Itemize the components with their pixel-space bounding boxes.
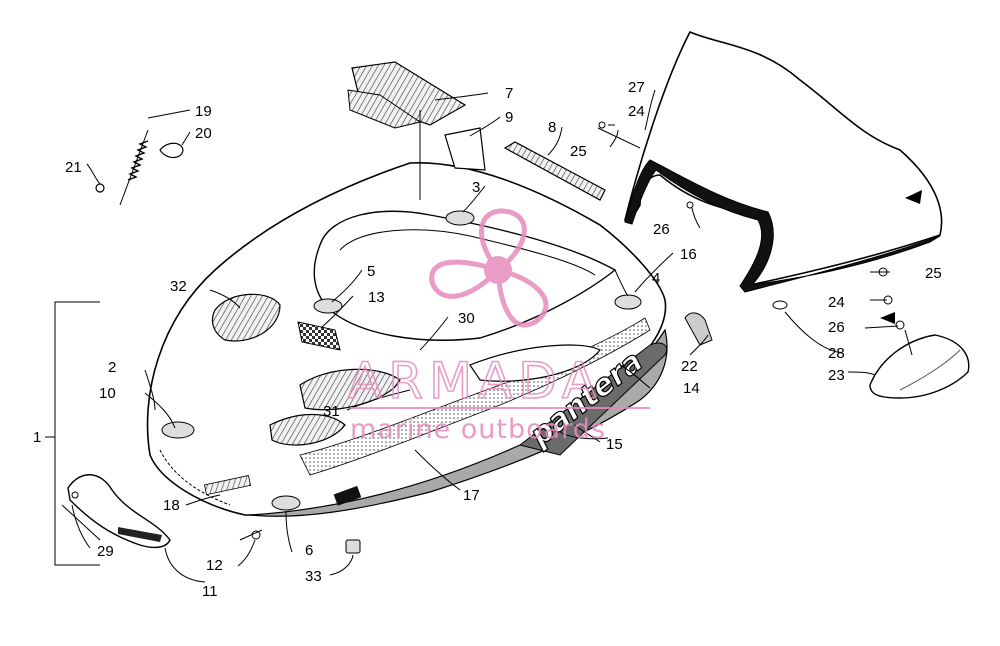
callout-10: 10 [99, 385, 116, 402]
callout-21: 21 [65, 159, 82, 176]
callout-18: 18 [163, 497, 180, 514]
watermark: ARMADA marine outboards [347, 208, 650, 445]
part-33 [345, 539, 361, 554]
mid-stripe [299, 317, 651, 476]
callout-16: 16 [680, 246, 697, 263]
callout-6: 6 [305, 542, 313, 559]
badge-5 [313, 298, 343, 314]
watermark-brand: ARMADA [348, 352, 602, 410]
callout-27: 27 [628, 79, 645, 96]
callout-32: 32 [170, 278, 187, 295]
callout-7: 7 [505, 85, 513, 102]
badge-6 [271, 495, 301, 511]
callout-14: 14 [683, 380, 700, 397]
callout-24-top: 24 [628, 103, 645, 120]
part-22 [684, 312, 713, 346]
leader-lines [45, 89, 899, 583]
callout-25-right: 25 [925, 265, 942, 282]
badge-10 [161, 421, 195, 439]
callout-15: 15 [606, 436, 623, 453]
windshield [623, 30, 943, 293]
center-vent [269, 413, 346, 446]
callout-22: 22 [681, 358, 698, 375]
callout-33: 33 [305, 568, 322, 585]
callout-31: 31 [323, 403, 340, 420]
callout-3: 3 [472, 179, 480, 196]
left-vent-upper [211, 293, 281, 342]
checker-decal-13 [297, 321, 341, 351]
callout-8: 8 [548, 119, 556, 136]
spring-assembly [95, 129, 184, 206]
callouts: 1 2 3 4 5 6 7 8 9 10 11 12 13 14 15 16 1… [33, 79, 942, 600]
top-decal-7 [347, 61, 467, 129]
callout-12: 12 [206, 557, 223, 574]
callout-19: 19 [195, 103, 212, 120]
lower-trim-11 [67, 474, 171, 549]
callout-26-top: 26 [653, 221, 670, 238]
callout-17: 17 [463, 487, 480, 504]
windshield-trim [624, 159, 941, 293]
callout-11: 11 [202, 583, 218, 600]
callout-9: 9 [505, 109, 513, 126]
callout-28: 28 [828, 345, 845, 362]
decal-8 [503, 141, 606, 201]
callout-20: 20 [195, 125, 212, 142]
front-badge [203, 475, 252, 496]
callout-5: 5 [367, 263, 375, 280]
callout-30: 30 [458, 310, 475, 327]
badge-3 [445, 210, 475, 226]
callout-23: 23 [828, 367, 845, 384]
badge-4 [614, 294, 642, 310]
callout-13: 13 [368, 289, 385, 306]
hood-assembly: pantera [146, 162, 668, 517]
callout-29: 29 [97, 543, 114, 560]
propeller-logo [429, 208, 549, 328]
watermark-tagline: marine outboards [350, 414, 606, 445]
windshield-glass [623, 30, 943, 287]
decal-9 [444, 127, 486, 171]
deflector-23 [869, 312, 970, 399]
rod-lines [61, 110, 641, 541]
callout-4: 4 [652, 270, 660, 287]
callout-2: 2 [108, 359, 116, 376]
callout-25-top: 25 [570, 143, 587, 160]
callout-24-right: 24 [828, 294, 845, 311]
callout-26-right: 26 [828, 319, 845, 336]
callout-1: 1 [33, 429, 41, 446]
right-vent [469, 344, 601, 382]
side-logo [333, 485, 362, 506]
left-vent-lower [299, 368, 401, 411]
